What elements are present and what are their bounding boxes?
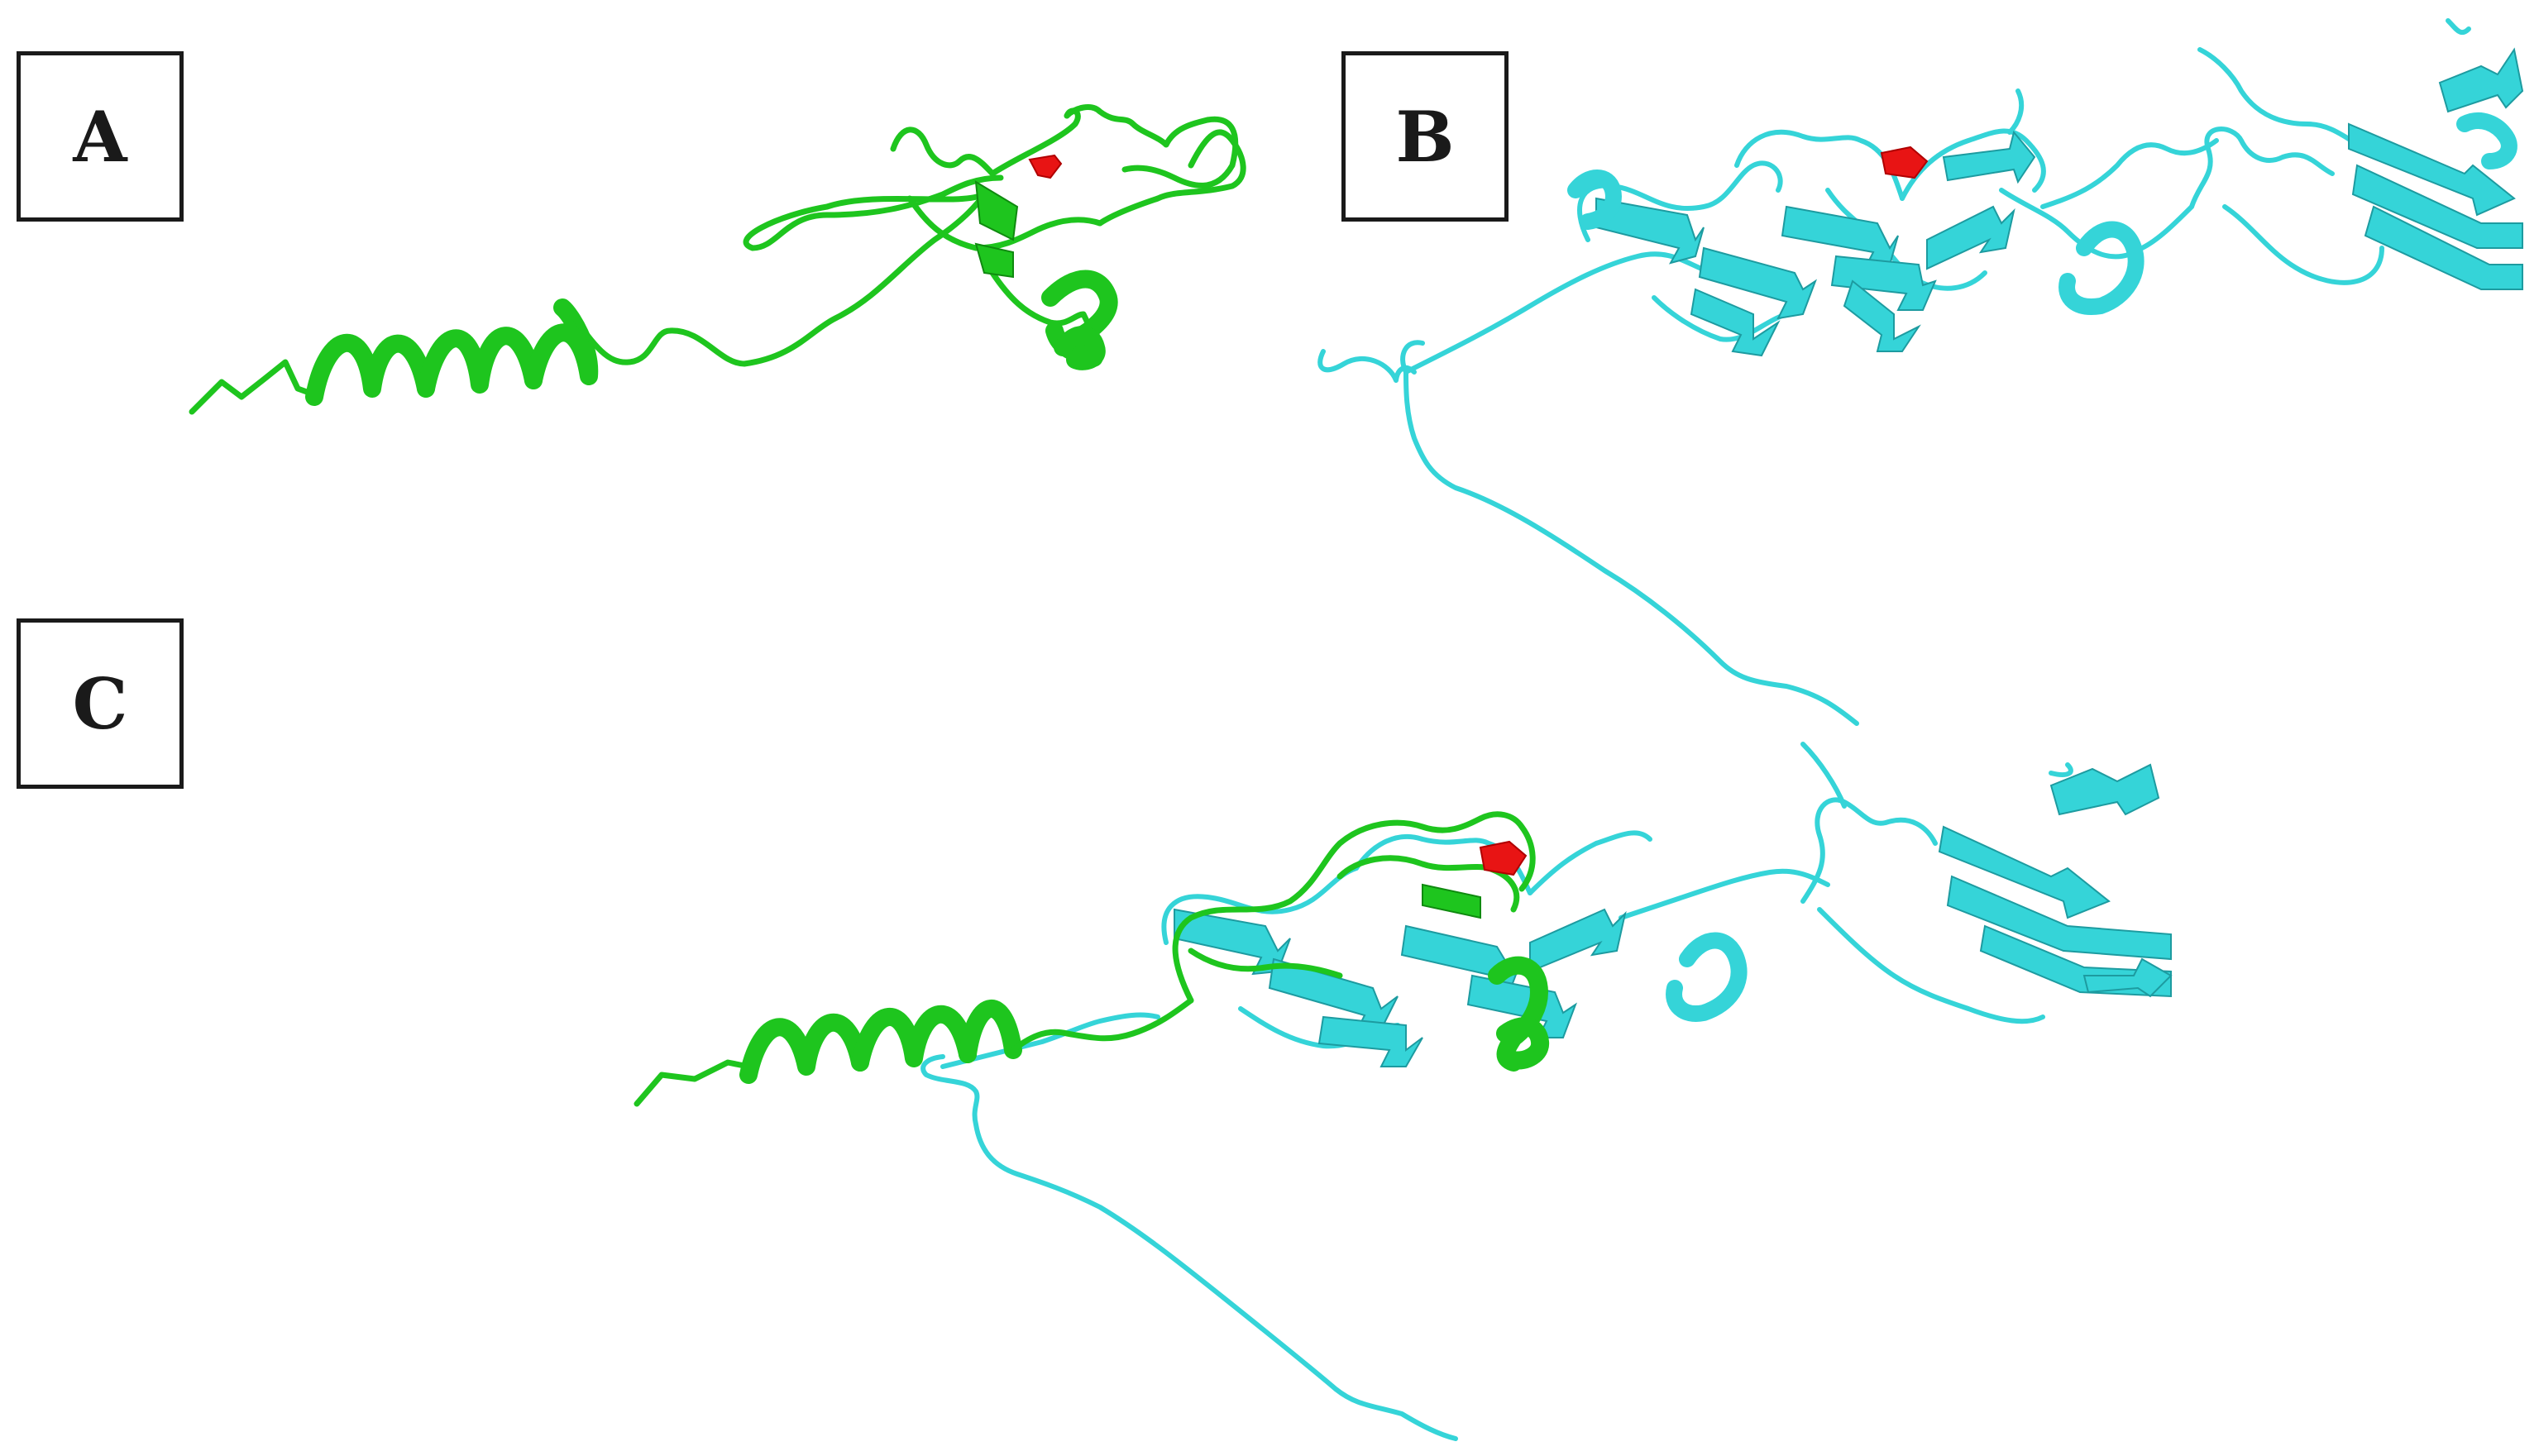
panel-label-c-text: C — [72, 662, 128, 745]
panel-b-right-loop-3 — [2222, 204, 2384, 285]
panel-b-linker-2 — [2040, 138, 2219, 209]
panel-c-green-loop-2 — [1336, 855, 1520, 913]
panel-b-strand-2 — [1698, 246, 1818, 320]
panel-b-loop-5 — [1999, 188, 2194, 260]
panel-c-right-loop-2 — [1800, 742, 1847, 809]
panel-label-b: B — [1341, 51, 1509, 222]
panel-c-cyan-n-tail — [920, 1054, 1458, 1441]
panel-b-n-tail-2 — [1317, 349, 1417, 383]
panel-b-strand-1 — [1595, 197, 1705, 265]
panel-c-right-strand-5 — [2082, 957, 2173, 998]
panel-a-n-tail — [189, 359, 319, 415]
panel-label-a: A — [17, 51, 184, 222]
panel-c-green-linker — [1010, 997, 1194, 1053]
panel-c-cyan-loop-3 — [1528, 830, 1652, 895]
panel-c-right-loop-4 — [2049, 762, 2073, 777]
panel-c-green-loop-3 — [1477, 811, 1536, 892]
panel-b-linker — [1403, 251, 1714, 375]
panel-c-green-helix-short-2 — [1496, 1017, 1549, 1070]
panel-a-loop-3 — [1064, 104, 1239, 189]
panel-b-strand-7 — [1690, 288, 1781, 357]
panel-c-right-loop-3 — [1817, 907, 2045, 1024]
panel-b-right-helix — [2456, 112, 2517, 169]
panel-c-cyan-loop-5 — [1619, 868, 1830, 920]
panel-b-structure — [1317, 18, 2524, 726]
panel-a-highlight-residue — [1028, 154, 1063, 179]
panel-c-cyan-strand-6 — [1317, 1015, 1423, 1067]
panel-a-loop-2 — [890, 107, 1081, 177]
panel-b-loop-6 — [1652, 295, 1789, 342]
panel-b-loop-3 — [1900, 128, 2046, 201]
panel-b-right-loop-4 — [2446, 18, 2471, 36]
panel-c-right-strand-2 — [1946, 875, 2172, 961]
panel-c-green-strand — [1422, 883, 1481, 919]
panel-b-strand-8 — [1843, 279, 1921, 352]
panel-b-loop-1 — [1577, 160, 1783, 242]
panel-b-helix-2 — [1567, 169, 1622, 230]
panel-c-cyan-strand-4 — [1466, 974, 1578, 1038]
panel-b-right-strand-3 — [2364, 205, 2523, 290]
panel-c-green-helix-short — [1488, 956, 1548, 1072]
panel-c-cyan-strand-5 — [1529, 908, 1627, 973]
panel-a-strand-1 — [974, 180, 1019, 241]
panel-b-n-tail — [1400, 340, 1859, 726]
panel-a-strand-2 — [974, 242, 1014, 279]
panel-label-a-text: A — [73, 95, 127, 178]
panel-c-cyan-helix — [1666, 932, 1748, 1022]
panel-b-right-loop-1 — [2189, 127, 2335, 209]
panel-b-right-strand-4 — [2438, 47, 2524, 113]
panel-c-right-strand-1 — [1938, 825, 2111, 919]
panel-c-green-loop-4 — [1188, 948, 1343, 979]
panel-b-strand-5 — [1926, 205, 2015, 270]
panel-c-right-strand-4 — [2049, 763, 2160, 816]
panel-c-superposition — [634, 742, 2173, 1441]
panel-a-loop-4 — [1097, 129, 1246, 227]
panel-c-green-helix — [739, 1000, 1022, 1084]
panel-a-loop-1 — [743, 174, 1004, 251]
panel-c-right-loop-1 — [1800, 797, 1938, 904]
panel-a-helix-short-2 — [1054, 326, 1106, 370]
panel-c-green-loop-1 — [1172, 815, 1484, 1004]
panel-b-right-strand-2 — [2351, 164, 2523, 249]
panel-b-highlight-residue — [1880, 146, 1929, 179]
panel-a-helix — [305, 298, 599, 406]
panel-c-green-n-tail — [634, 1059, 752, 1107]
panel-label-c: C — [17, 618, 184, 789]
panel-a-linker — [567, 191, 987, 367]
panel-b-right-strand-1 — [2348, 122, 2516, 217]
panel-b-loop-7 — [2007, 88, 2025, 135]
panel-a-structure — [189, 104, 1246, 415]
panel-c-highlight-residue — [1479, 840, 1528, 876]
panel-a-loop-6 — [906, 195, 1103, 251]
panel-label-b-text: B — [1395, 95, 1455, 178]
panel-b-helix-1 — [2058, 221, 2145, 315]
panel-b-strand-6 — [1942, 130, 2036, 184]
panel-b-right-loop-2 — [2197, 47, 2368, 151]
